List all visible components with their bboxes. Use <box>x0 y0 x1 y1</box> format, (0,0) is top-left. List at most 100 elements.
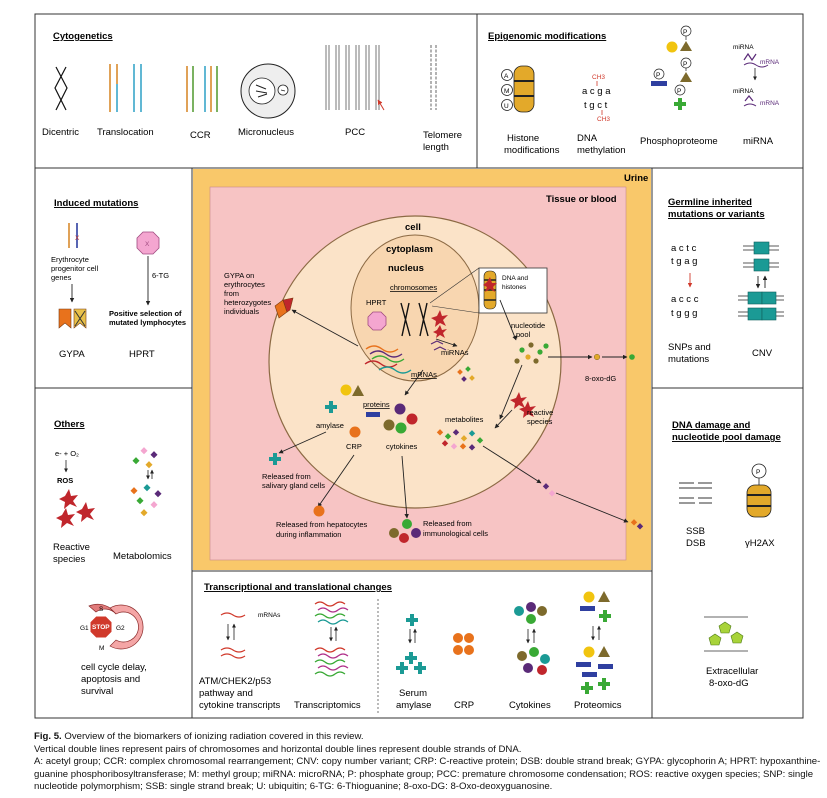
zoom-line-1 <box>429 267 480 304</box>
mrna-strand-1 <box>743 62 769 68</box>
oxo-dot-2 <box>629 354 635 360</box>
h2ax-p: P <box>756 469 760 476</box>
hepatocyte-line1: Released from hepatocytes <box>276 520 368 529</box>
mirna-strand-2 <box>744 95 754 102</box>
pcc-icon <box>325 45 385 111</box>
serum-amylase-icon <box>396 614 426 674</box>
atm-line2: pathway and <box>199 688 253 699</box>
phospho-p1: P <box>683 29 687 36</box>
crp-center-label: CRP <box>346 442 362 451</box>
figure-caption: Fig. 5. Overview of the biomarkers of io… <box>34 731 824 794</box>
erythro-line2: progenitor cell <box>51 264 98 273</box>
pcc-label: PCC <box>345 127 365 138</box>
mrnas-center-label: mRNAs <box>411 370 437 379</box>
histone-mark-a: A <box>504 73 509 80</box>
cycle-stop: STOP <box>92 624 110 631</box>
dicentric-label: Dicentric <box>42 127 79 138</box>
serum-line1: Serum <box>399 688 427 699</box>
micronucleus-icon <box>240 63 296 119</box>
phospho-p3: P <box>656 72 660 79</box>
hepatocyte-crp-dot <box>313 505 325 517</box>
ccr-icon <box>186 66 218 112</box>
mirna-small-2: miRNA <box>733 88 754 95</box>
induced-title: Induced mutations <box>54 198 138 209</box>
cycle-text-3: survival <box>81 686 113 697</box>
cell-label: cell <box>405 222 421 233</box>
gypa-on-line3: from <box>224 289 239 298</box>
transcriptional-panel: Transcriptional and translational change… <box>199 582 622 715</box>
panel-frame <box>34 13 804 719</box>
methylation-line1: DNA <box>577 133 598 144</box>
germline-panel: Germline inherited mutations or variants… <box>668 197 784 365</box>
cycle-g1: G1 <box>80 625 89 632</box>
mrna-strand-2 <box>743 103 757 107</box>
ros-equation: e- + O₂ <box>55 449 79 458</box>
extra-line1: Extracellular <box>706 666 758 677</box>
telomere-line2: length <box>423 142 449 153</box>
mirna-strands <box>430 340 447 351</box>
erythro-line3: genes <box>51 273 72 282</box>
crp-label: CRP <box>454 700 474 711</box>
mrna-wave-3 <box>220 653 246 659</box>
inset-histones <box>483 270 497 310</box>
oxo-label: 8-oxo-dG <box>585 374 616 383</box>
cytokines-label: Cytokines <box>509 700 551 711</box>
salivary-amylase-icon <box>269 453 281 465</box>
nucleus-label: nucleus <box>388 263 424 274</box>
hprt-octagon-icon <box>136 231 160 255</box>
phosphoproteome-label: Phosphoproteome <box>640 136 718 147</box>
ssb-dsb-icon <box>679 482 712 504</box>
cell-cycle-icon <box>88 603 144 650</box>
gypa-erythrocyte-icon <box>274 297 294 319</box>
transcriptomics-label: Transcriptomics <box>294 700 361 711</box>
seq-b-bottom: t g g g <box>671 308 697 319</box>
center-panel: Urine Tissue or blood cell cytoplasm nuc… <box>193 169 651 570</box>
transcriptomics-icon <box>314 601 349 677</box>
histone-line1: Histone <box>507 133 539 144</box>
ssb-label: SSB <box>686 526 705 537</box>
amylase-label: amylase <box>316 421 344 430</box>
translocation-label: Translocation <box>97 127 154 138</box>
center-protein-shapes <box>325 384 418 438</box>
histone-icon <box>501 65 535 113</box>
dna-histones-line2: histones <box>502 284 527 291</box>
cnv-icon <box>738 241 784 321</box>
proteins-label: proteins <box>363 400 390 409</box>
metabolite-diamonds-nucleus <box>457 366 475 382</box>
mrna-small-2: mRNA <box>760 100 780 107</box>
ch3-top: CH3 <box>592 74 605 81</box>
caption-title-line: Fig. 5. Overview of the biomarkers of io… <box>34 731 824 744</box>
phospho-p4: P <box>677 88 681 95</box>
gypa-on-line2: erythrocytes <box>224 280 265 289</box>
telomere-icon <box>430 45 437 110</box>
gypa-on-line4: heterozygotes <box>224 298 271 307</box>
methyl-seq-bottom: t g c t <box>584 100 608 111</box>
seq-b-top: a c c c <box>671 294 699 305</box>
salivary-line1: Released from <box>262 472 311 481</box>
cycle-g2: G2 <box>116 625 125 632</box>
gypa-mutant-icon <box>58 308 87 329</box>
seq-a-top: a c t c <box>671 243 697 254</box>
urine-metabolites <box>542 483 644 530</box>
extracellular-oxo-icon <box>704 616 748 652</box>
phospho-icons <box>651 25 692 110</box>
histone-mark-u: U <box>504 103 509 110</box>
cytokines-center-label: cytokines <box>386 442 418 451</box>
cnv-label: CNV <box>752 348 773 359</box>
epigenomic-panel: Epigenomic modifications A M U Histone m… <box>488 25 780 156</box>
germline-title-2: mutations or variants <box>668 209 765 220</box>
erythro-line1: Erythrocyte <box>51 255 89 264</box>
others-panel: Others e- + O₂ ROS Reactive species Meta… <box>53 419 172 697</box>
h2ax-icon <box>746 463 772 518</box>
others-title: Others <box>54 419 85 430</box>
tg-label: 6-TG <box>152 271 169 280</box>
caption-abbreviations: A: acetyl group; CCR: complex chromosoma… <box>34 756 821 793</box>
salivary-line2: salivary gland cells <box>262 481 325 490</box>
chromosomes-label: chromosomes <box>390 283 437 292</box>
immuno-cytokine-dots <box>389 519 421 543</box>
dna-damage-panel: DNA damage and nucleotide pool damage SS… <box>672 420 781 689</box>
gypa-on-line5: individuals <box>224 307 259 316</box>
metabolite-diamonds-cytoplasm <box>436 429 484 451</box>
mirna-label: miRNA <box>743 136 774 147</box>
hprt-x: X <box>145 241 150 248</box>
